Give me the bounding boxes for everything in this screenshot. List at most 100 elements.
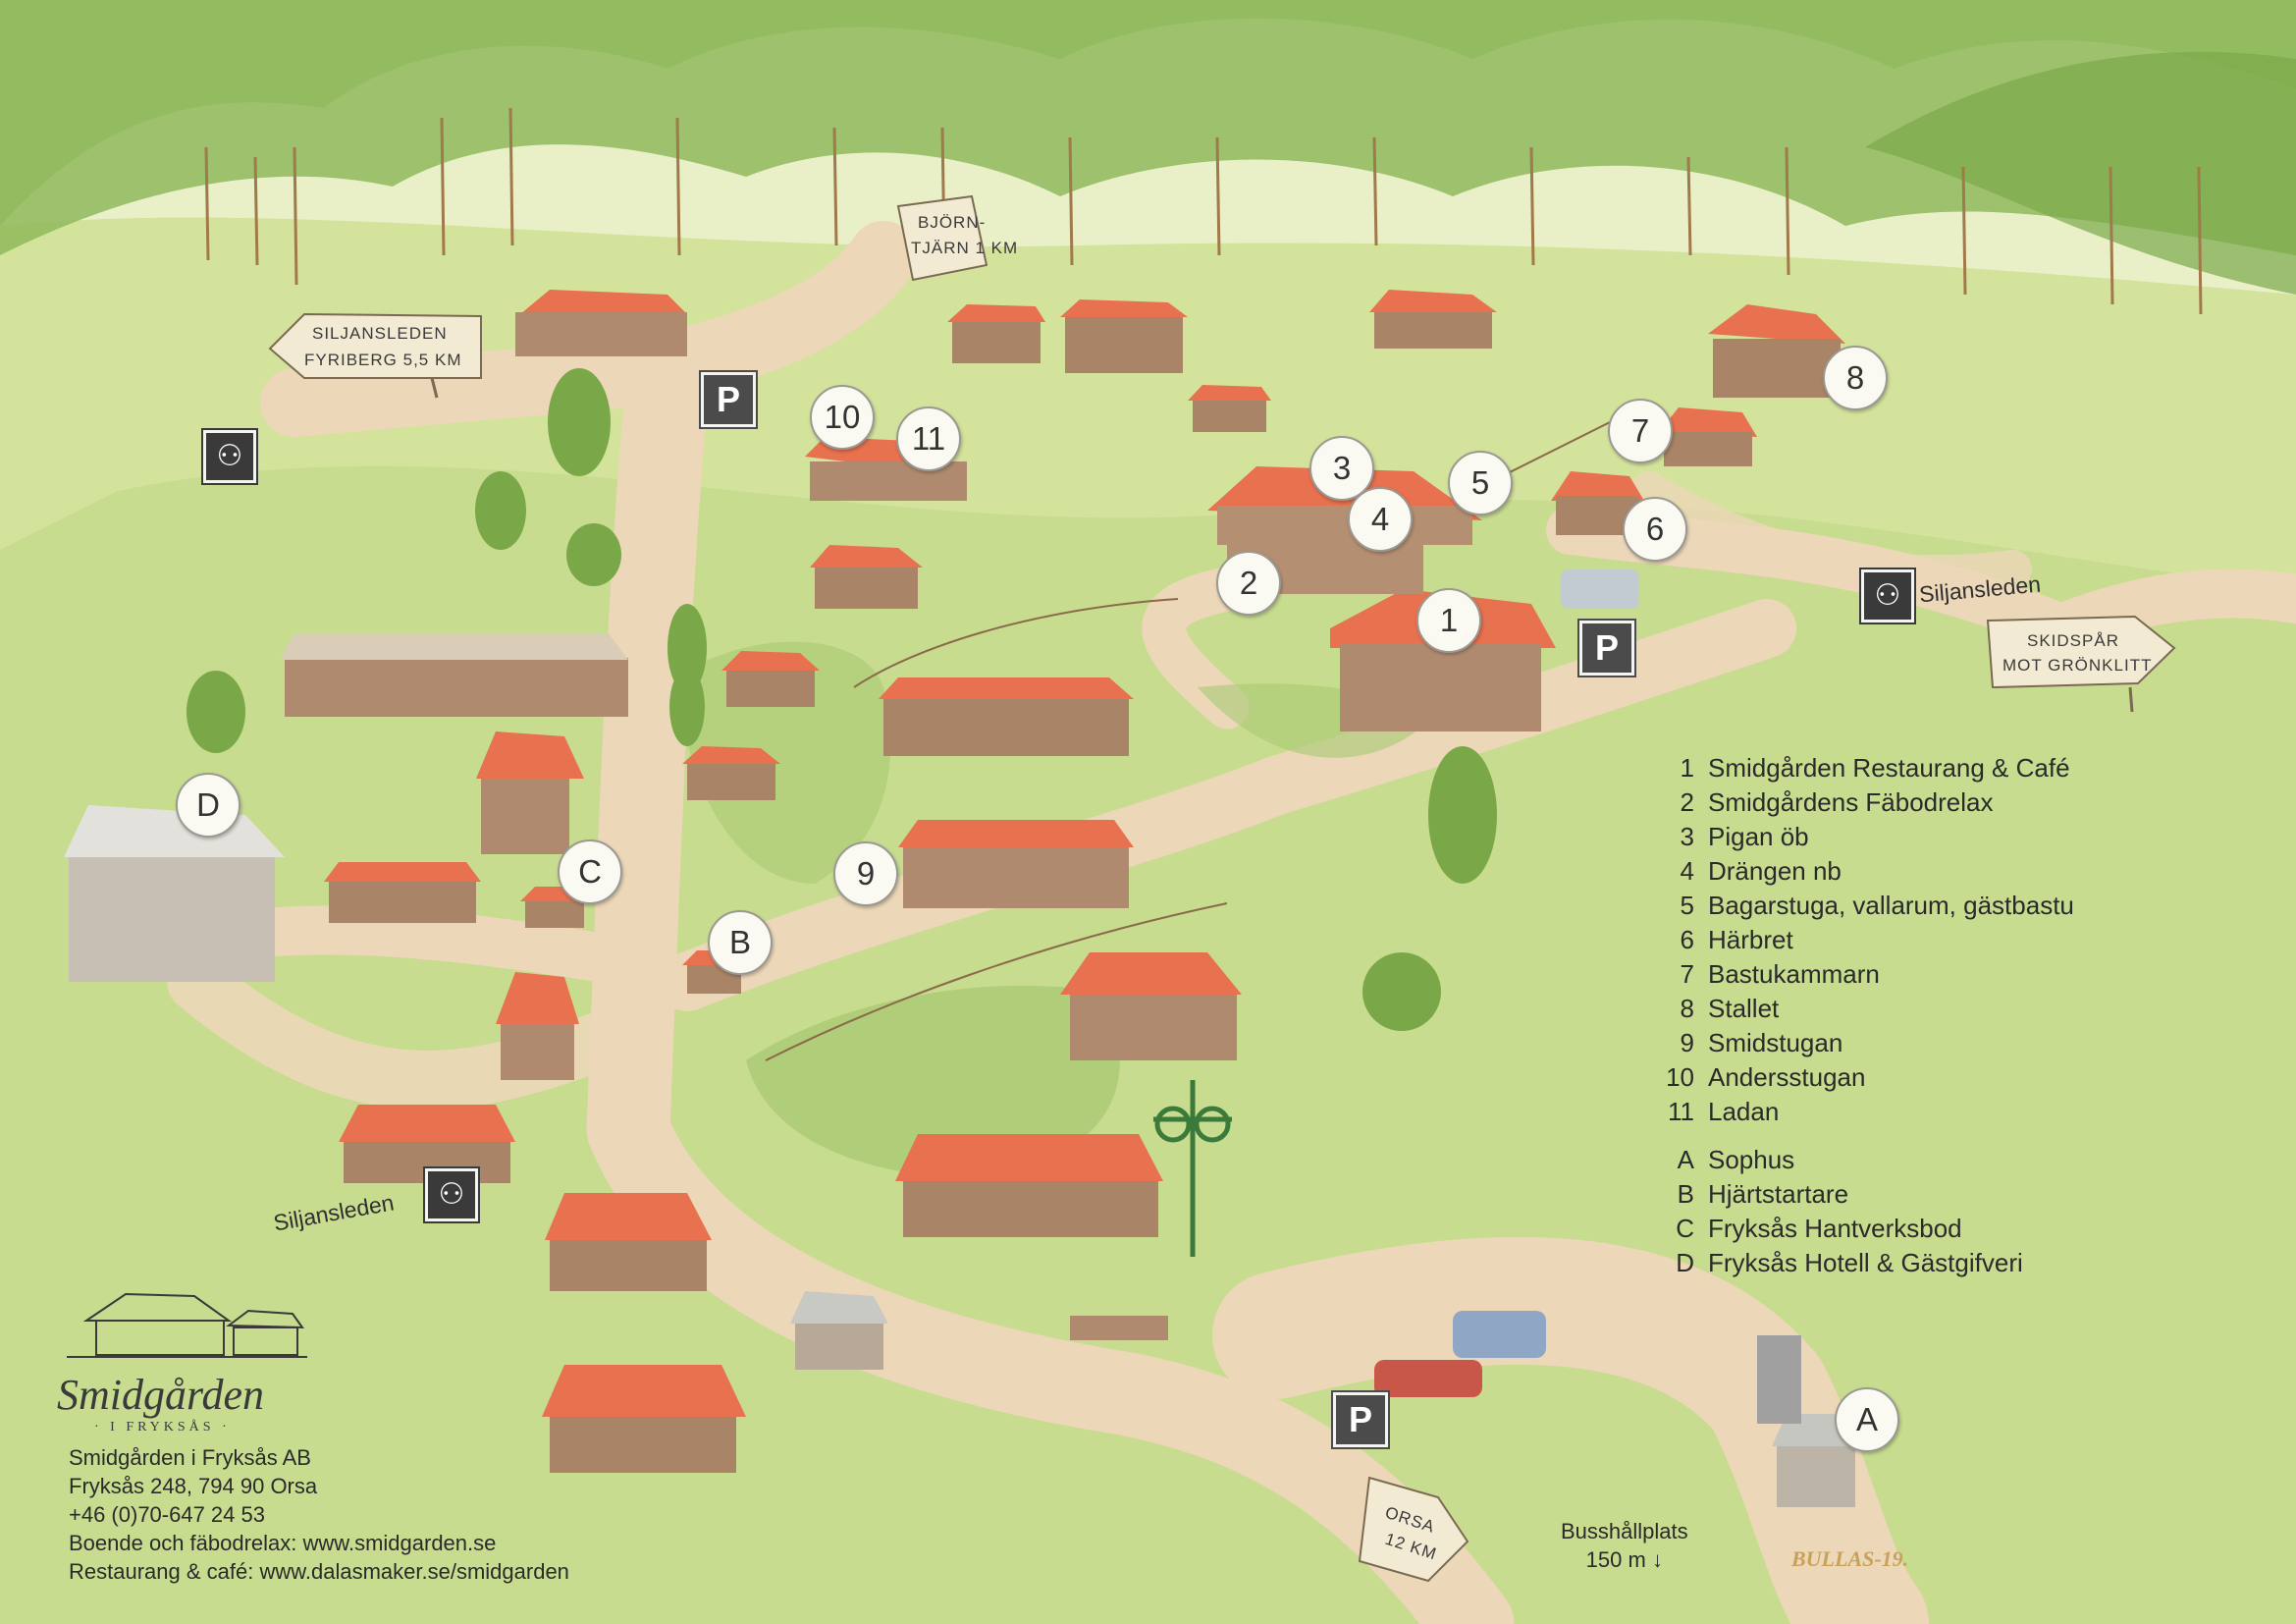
cabin-mid3 — [687, 761, 775, 800]
parking-north[interactable]: P — [699, 370, 758, 429]
cabin-mid1 — [815, 565, 918, 609]
bus-stop-distance: 150 m ↓ — [1585, 1547, 1663, 1572]
building-7 — [1659, 407, 1757, 437]
cabin-d — [1374, 309, 1492, 349]
bus-stop-label: Busshållplats — [1561, 1519, 1688, 1543]
marker-b[interactable]: B — [708, 910, 773, 975]
arrow-down-icon: ↓ — [1651, 1547, 1663, 1572]
long-house-south — [903, 1178, 1158, 1237]
marker-a[interactable]: A — [1835, 1387, 1899, 1452]
marker-c[interactable]: C — [558, 839, 622, 904]
house-sw2 — [550, 1237, 707, 1291]
maypole — [1153, 1080, 1232, 1257]
building-east-mid — [1070, 992, 1237, 1060]
hiker-icon: ⚇ — [438, 1178, 465, 1211]
sign-skidspar-line1: SKIDSPÅR — [2027, 631, 2119, 650]
marker-2[interactable]: 2 — [1216, 551, 1281, 616]
marker-d[interactable]: D — [176, 773, 240, 838]
marker-7[interactable]: 7 — [1608, 399, 1673, 463]
forest — [0, 0, 2296, 295]
parking-south[interactable]: P — [1331, 1390, 1390, 1449]
building-c — [525, 898, 584, 928]
address: Fryksås 248, 794 90 Orsa — [69, 1474, 318, 1498]
long-barn — [285, 658, 628, 717]
building-c-house — [481, 776, 569, 854]
building-9 — [903, 844, 1129, 908]
building-a-silo — [1757, 1335, 1801, 1424]
building-lodge — [520, 290, 687, 314]
paths — [167, 221, 2296, 1624]
building-lodge-wall — [515, 312, 687, 356]
brand-subtitle: · I FRYKSÅS · — [94, 1420, 231, 1435]
lodging-url[interactable]: Boende och fäbodrelax: www.smidgarden.se — [69, 1531, 497, 1555]
sign-bjorntjarn-line2: TJÄRN 1 KM — [911, 239, 1018, 257]
marker-8[interactable]: 8 — [1823, 346, 1888, 410]
building-6 — [1551, 471, 1644, 501]
sign-orsa: ORSA 12 KM — [1358, 1476, 1469, 1583]
farmhouse-logo-icon — [67, 1292, 307, 1358]
sign-siljansleden: SILJANSLEDEN FYRIBERG 5,5 KM — [268, 312, 482, 399]
cabin-b — [1065, 314, 1183, 373]
contact-info: Smidgården i Fryksås AB Fryksås 248, 794… — [69, 1443, 569, 1586]
sign-skidspar-line2: MOT GRÖNKLITT — [2002, 656, 2152, 675]
restaurant-url[interactable]: Restaurang & café: www.dalasmaker.se/smi… — [69, 1559, 569, 1584]
hiking-marker-southwest[interactable]: ⚇ — [423, 1166, 480, 1223]
artist-signature: BULLAS-19. — [1791, 1546, 1909, 1571]
building-c-long — [329, 879, 476, 923]
shed-grey — [795, 1321, 883, 1370]
sign-skidspar: SKIDSPÅR MOT GRÖNKLITT — [1986, 615, 2176, 713]
cabin-a — [952, 319, 1041, 363]
marker-4[interactable]: 4 — [1348, 487, 1413, 552]
building-8 — [1708, 304, 1845, 344]
marker-9[interactable]: 9 — [833, 841, 898, 906]
tree-trunks — [204, 107, 2203, 315]
building-a — [1777, 1443, 1855, 1507]
house-south-west — [550, 1414, 736, 1473]
cars — [1374, 569, 1639, 1397]
long-house-mid — [883, 697, 1129, 756]
brand-name: Smidgården — [57, 1371, 265, 1419]
cabin-c — [1193, 398, 1266, 432]
marker-3[interactable]: 3 — [1309, 436, 1374, 501]
deciduous-trees — [187, 368, 1497, 1031]
hiker-icon: ⚇ — [1874, 579, 1901, 612]
marker-5[interactable]: 5 — [1448, 451, 1513, 515]
barn-west — [501, 1021, 574, 1080]
marker-11[interactable]: 11 — [896, 406, 961, 471]
parking-east[interactable]: P — [1577, 619, 1636, 677]
hiking-marker-northwest[interactable]: ⚇ — [201, 428, 258, 485]
hiking-marker-east[interactable]: ⚇ — [1859, 568, 1916, 624]
mailboxes — [1070, 1316, 1168, 1340]
marker-10[interactable]: 10 — [810, 385, 875, 450]
bus-stop-note: Busshållplats 150 m ↓ — [1561, 1517, 1688, 1574]
cabin-mid2 — [726, 668, 815, 707]
sign-siljansleden-line2: FYRIBERG 5,5 KM — [304, 351, 461, 369]
sign-siljansleden-line1: SILJANSLEDEN — [312, 324, 448, 343]
phone: +46 (0)70-647 24 53 — [69, 1502, 265, 1527]
marker-1[interactable]: 1 — [1416, 588, 1481, 653]
building-d-hotel — [69, 854, 275, 982]
building-7-wall — [1664, 432, 1752, 466]
brand-logo: Smidgården · I FRYKSÅS · — [57, 1276, 312, 1435]
marker-6[interactable]: 6 — [1623, 497, 1687, 562]
company-name: Smidgården i Fryksås AB — [69, 1445, 311, 1470]
sign-bjorntjarn-line1: BJÖRN- — [918, 213, 986, 232]
hiker-icon: ⚇ — [216, 440, 243, 472]
